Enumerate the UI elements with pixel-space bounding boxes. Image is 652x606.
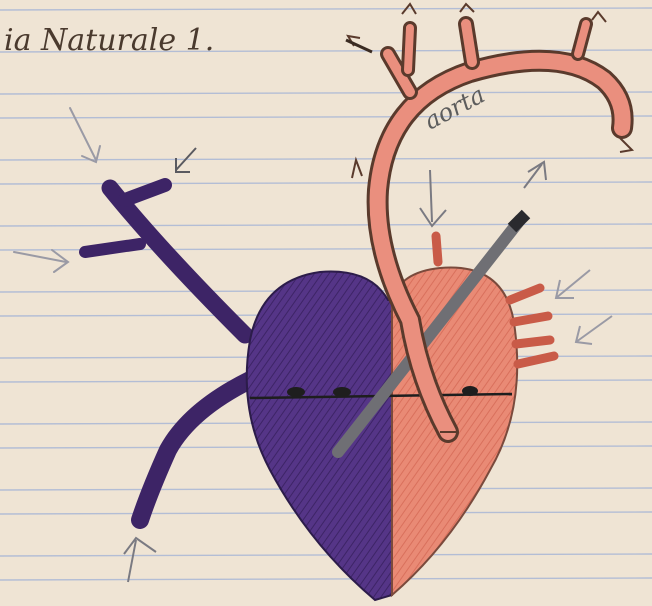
heading-text: ia Naturale 1. (4, 23, 214, 58)
coronary-stub (436, 236, 438, 262)
